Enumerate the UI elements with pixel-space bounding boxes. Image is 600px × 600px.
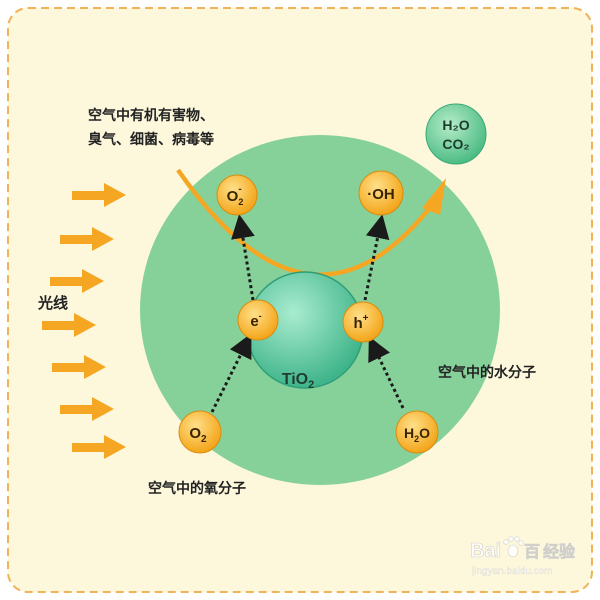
h2o-bubble: H2O [395,410,439,454]
hole-bubble: h+ [342,301,384,343]
arrow-o2-to-e [210,333,252,413]
watermark-brand2: 百 [524,543,540,561]
o2-bubble: O2 [178,410,222,454]
svg-text:H2O: H2O [404,425,430,444]
harmful-substances-label-line1: 空气中有机有害物、 [88,107,214,124]
light-arrow-icon [42,313,96,337]
arrow-h-to-oh [363,214,390,301]
arrow-h2o-to-h [368,336,405,409]
arrow-e-to-o2radical [231,214,255,301]
harmful-substances-label-line2: 臭气、细菌、病毒等 [88,131,214,148]
watermark-url: jingyan.baidu.com [471,566,553,577]
light-arrow-icon [72,435,126,459]
svg-text:O2: O2 [189,425,207,445]
baidu-watermark: Bai 百 经验 jingyan.baidu.com [470,536,576,577]
o2-radical-bubble: O2- [216,174,258,216]
product-co2: CO₂ [442,136,469,152]
light-arrow-icon [50,269,104,293]
svg-text:O2-: O2- [227,184,244,207]
tio2-label: TiO2 [282,371,315,391]
light-arrows [42,183,126,459]
light-arrow-icon [52,355,106,379]
svg-text:e-: e- [250,311,261,330]
curved-arrow-head-icon [422,178,446,215]
light-label: 光线 [37,294,68,312]
water-molecules-label: 空气中的水分子 [438,364,536,381]
watermark-brand: Bai [470,540,501,562]
svg-text:h+: h+ [353,313,368,332]
oh-radical-bubble: ·OH [358,170,404,216]
oxygen-molecules-label: 空气中的氧分子 [148,480,246,497]
light-arrow-icon [72,183,126,207]
light-arrow-icon [60,397,114,421]
light-arrow-icon [60,227,114,251]
electron-bubble: e- [237,299,279,341]
svg-text:·OH: ·OH [367,186,395,203]
paw-icon [503,536,524,558]
reaction-arrows [210,214,405,413]
product-water: H₂O [442,117,469,133]
products-bubble: H₂O CO₂ [425,103,487,165]
watermark-service: 经验 [543,542,576,561]
